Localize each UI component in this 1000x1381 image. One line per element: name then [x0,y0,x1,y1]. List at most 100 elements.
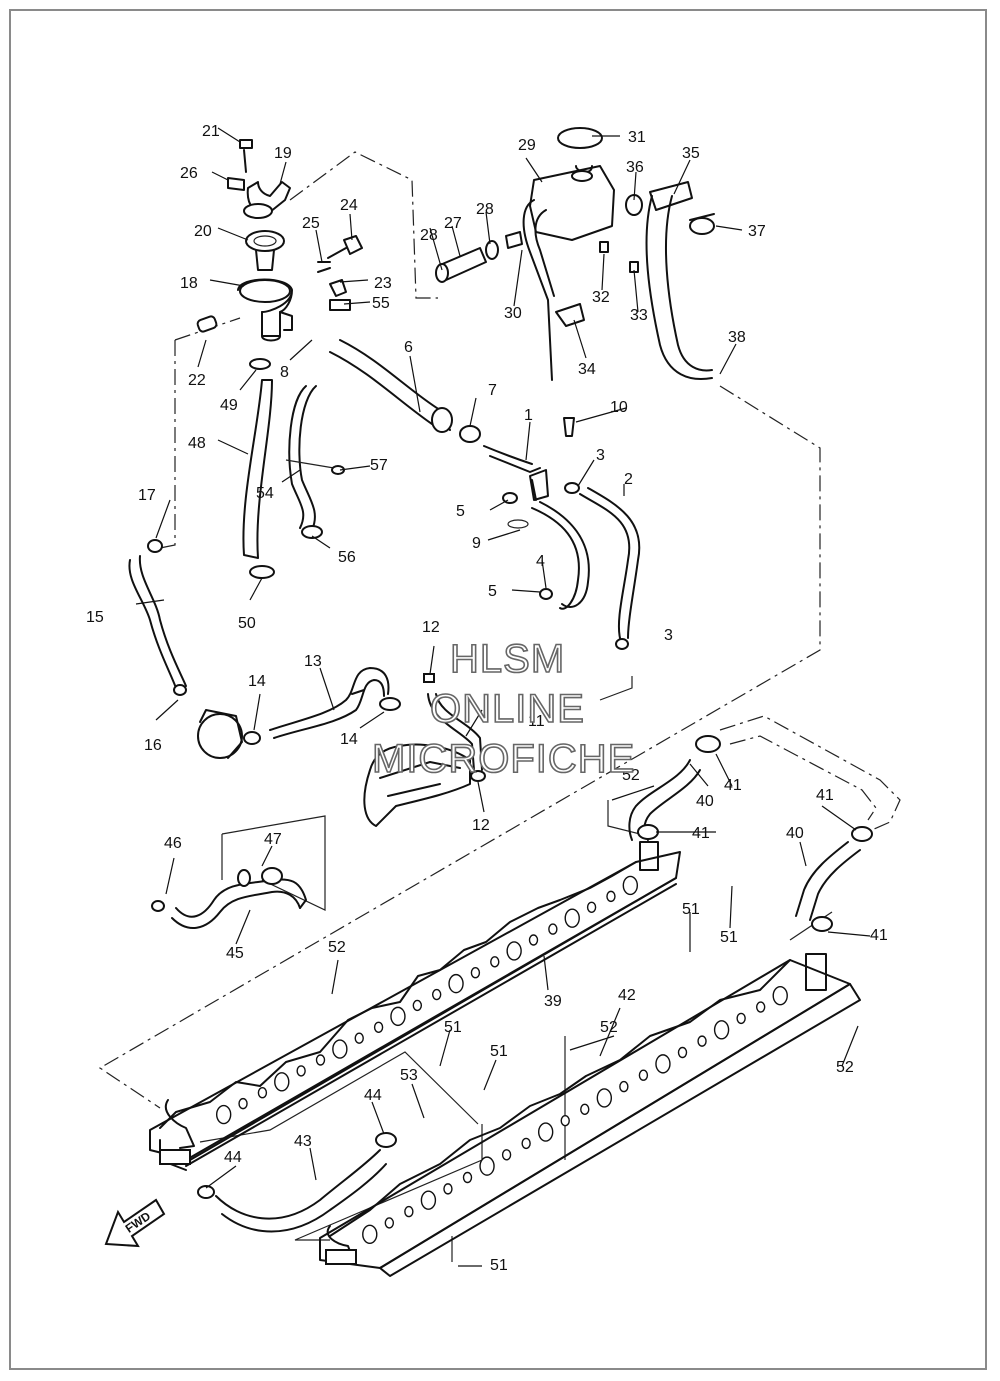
rail-39-hole [548,923,558,935]
rail-42-hole [384,1217,395,1229]
rail-39-hole [354,1032,364,1044]
rail-42-hole [537,1122,554,1142]
fwd-arrow: FWD [104,1198,166,1248]
callout-22: 22 [188,372,206,389]
callout-12-top: 12 [422,619,440,636]
callout-44-left: 44 [224,1149,242,1166]
rail-42-hole [362,1224,378,1245]
rail-42-hole [521,1137,531,1150]
callout-52-top: 52 [622,767,640,784]
callout-20: 20 [194,223,212,240]
callout-16: 16 [144,737,162,754]
rail-39-hole [622,875,639,896]
callout-51-d: 51 [490,1043,508,1060]
heat-exchanger-39 [149,841,681,1171]
callout-6: 6 [404,339,413,356]
callout-1: 1 [524,407,533,424]
callout-55: 55 [372,295,390,312]
rail-39-hole [373,1021,384,1033]
rail-42-hole [596,1088,613,1108]
rail-39-hole [490,956,500,968]
callout-40-left: 40 [696,793,714,810]
rail-39-hole [506,941,522,961]
callout-52-right: 52 [836,1059,854,1076]
callouts: 21 19 26 20 25 24 18 23 55 22 8 6 49 48 … [86,123,888,1274]
callout-5-bottom: 5 [488,583,497,600]
callout-43: 43 [294,1133,312,1150]
rail-39-hole [215,1104,232,1125]
thermostat-housing-group [196,139,363,342]
water-pump-group [197,667,486,827]
rail-39-hole [390,1006,406,1027]
callout-28-left: 28 [420,227,438,244]
rail-42-hole [560,1114,570,1127]
callout-3-top: 3 [596,447,605,464]
callout-53: 53 [400,1067,418,1084]
leader-lines [135,127,871,1267]
watermark-line-1: HLSM [450,637,565,681]
rail-39-hole [448,973,464,994]
callout-26: 26 [180,165,198,182]
callout-48: 48 [188,435,206,452]
callout-29: 29 [518,137,536,154]
callout-12-bottom: 12 [472,817,490,834]
callout-37: 37 [748,223,766,240]
callout-23: 23 [374,275,392,292]
callout-35: 35 [682,145,700,162]
rail-42-hole [772,985,788,1006]
heat-exchanger-42 [319,953,861,1277]
callout-41-a: 41 [724,777,742,794]
rail-39-hole [257,1087,268,1099]
rail-42-hole [443,1183,453,1195]
callout-9: 9 [472,535,481,552]
callout-14-left: 14 [248,673,266,690]
callout-10: 10 [610,399,628,416]
callout-3-bottom: 3 [664,627,673,644]
rail-42-hole [501,1149,512,1161]
callout-50: 50 [238,615,256,632]
callout-54: 54 [256,485,274,502]
callout-39: 39 [544,993,562,1010]
callout-18: 18 [180,275,198,292]
callout-19: 19 [274,145,292,162]
expansion-tank-group [505,127,715,381]
rail-holes [215,875,788,1245]
rail-39-hole [606,890,616,903]
rail-42-hole [580,1103,590,1116]
rail-39-hole [332,1039,348,1059]
callout-44-mid: 44 [364,1087,382,1104]
callout-4: 4 [536,553,545,570]
callout-7: 7 [488,382,497,399]
callout-15: 15 [86,609,104,626]
lower-hoses [151,715,901,1233]
rail-39-hole [528,934,539,946]
callout-52-left: 52 [328,939,346,956]
callout-30: 30 [504,305,522,322]
callout-52-mid: 52 [600,1019,618,1036]
callout-33: 33 [630,307,648,324]
rail-39-hole [315,1054,326,1066]
callout-8: 8 [280,364,289,381]
callout-51-b: 51 [720,929,738,946]
rail-42-hole [697,1035,707,1047]
watermark-line-3: MICROFICHE [372,737,635,781]
callout-31: 31 [628,129,646,146]
diagram-frame [9,9,987,1370]
rail-42-hole [462,1171,473,1184]
rail-39-hole [274,1072,290,1092]
callout-47: 47 [264,831,282,848]
rail-42-hole [755,1001,766,1013]
callout-41-b: 41 [692,825,710,842]
rail-42-hole [420,1190,437,1210]
callout-46: 46 [164,835,182,852]
rail-42-hole [638,1069,649,1081]
callout-51-c: 51 [444,1019,462,1036]
callout-11: 11 [528,713,545,730]
callout-5-top: 5 [456,503,465,520]
callout-57: 57 [370,457,388,474]
callout-41-d: 41 [870,927,888,944]
callout-17: 17 [138,487,156,504]
rail-42-hole [655,1054,671,1074]
